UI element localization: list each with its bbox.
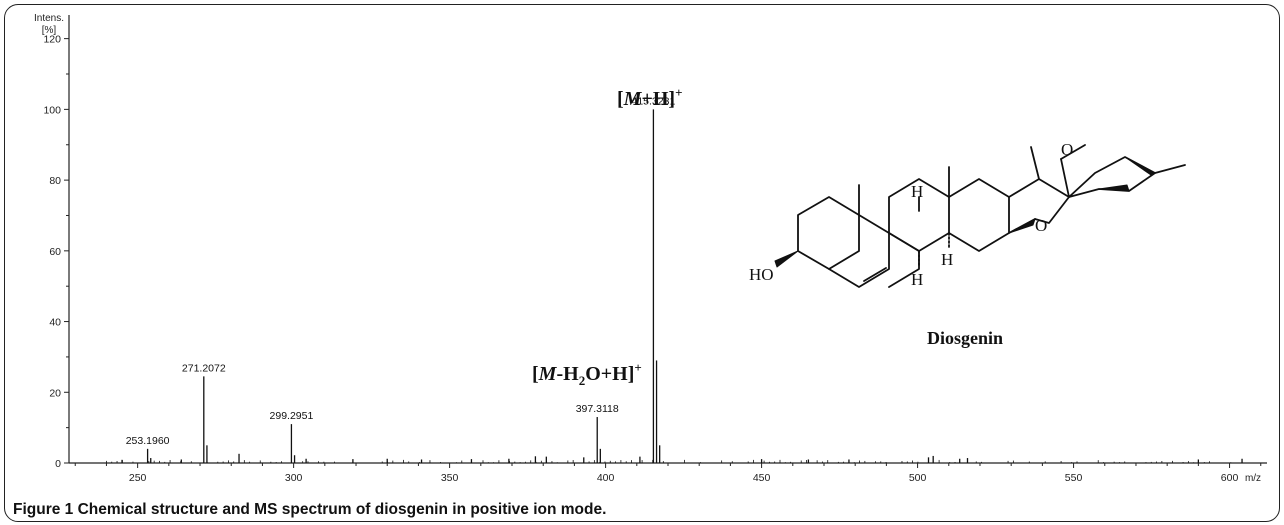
caption-label: Figure 1	[13, 501, 74, 518]
ring-d	[948, 178, 1010, 252]
peak-labels: 415.3231 271.2072 299.2951 397.3118 253.1960	[126, 95, 676, 446]
x-tick-label: 350	[441, 472, 459, 484]
y-tick-label: 20	[49, 387, 61, 399]
y-tick-label: 40	[49, 317, 61, 329]
annotation-m-plus-h: [M+H]+	[617, 85, 683, 110]
y-tick-label: 120	[43, 34, 61, 46]
annotation-m-minus-h2o-plus-h: [M-H2O+H]+	[532, 360, 642, 388]
caption-text: Chemical structure and MS spectrum of di…	[77, 501, 607, 518]
x-axis-title: m/z	[1245, 473, 1261, 484]
x-tick-label: 450	[753, 472, 771, 484]
y-tick-label: 0	[55, 458, 61, 470]
axes: Intens.[%] 0 20 40 60 80 100 120 250 300 350 400 450…	[34, 13, 1267, 484]
structure-label-o-furan: O	[1035, 216, 1047, 235]
peak-label: 415.3231	[632, 95, 676, 107]
x-tick-label: 400	[597, 472, 615, 484]
structure-label-h1: H	[911, 182, 923, 201]
x-tick-label: 600	[1221, 472, 1239, 484]
ring-f	[1068, 156, 1156, 198]
y-tick-label: 100	[43, 104, 61, 116]
compound-name: Diosgenin	[927, 328, 1003, 348]
double-bond	[863, 267, 887, 282]
y-tick-label: 60	[49, 246, 61, 258]
structure-label-ho: HO	[749, 265, 774, 284]
figure-frame: Intens.[%] 0 20 40 60 80 100 120 250 300 350 400 450…	[4, 4, 1280, 522]
x-tick-label: 500	[909, 472, 927, 484]
structure-label-o-pyran: O	[1061, 140, 1073, 159]
y-tick-label: 80	[49, 175, 61, 187]
peak-label: 271.2072	[182, 362, 226, 374]
diosgenin-structure	[774, 144, 1186, 288]
y-axis-unit: [%]	[42, 25, 57, 36]
ring-b	[828, 214, 890, 288]
y-axis-title: Intens.	[34, 13, 64, 24]
x-tick-label: 300	[285, 472, 303, 484]
ring-a	[797, 196, 860, 270]
peak-label: 299.2951	[270, 410, 314, 422]
x-tick-label: 250	[129, 472, 147, 484]
structure-label-h3: H	[941, 250, 953, 269]
ms-spectrum-chart: Intens.[%] 0 20 40 60 80 100 120 250 300 350 400 450…	[34, 13, 1267, 484]
structure-label-h2: H	[911, 270, 923, 289]
peak-label: 397.3118	[576, 403, 619, 415]
peak-label: 253.1960	[126, 435, 170, 447]
peaks	[121, 109, 1243, 463]
figure-caption: Figure 1 Chemical structure and MS spect…	[13, 501, 1273, 521]
x-tick-label: 550	[1065, 472, 1083, 484]
